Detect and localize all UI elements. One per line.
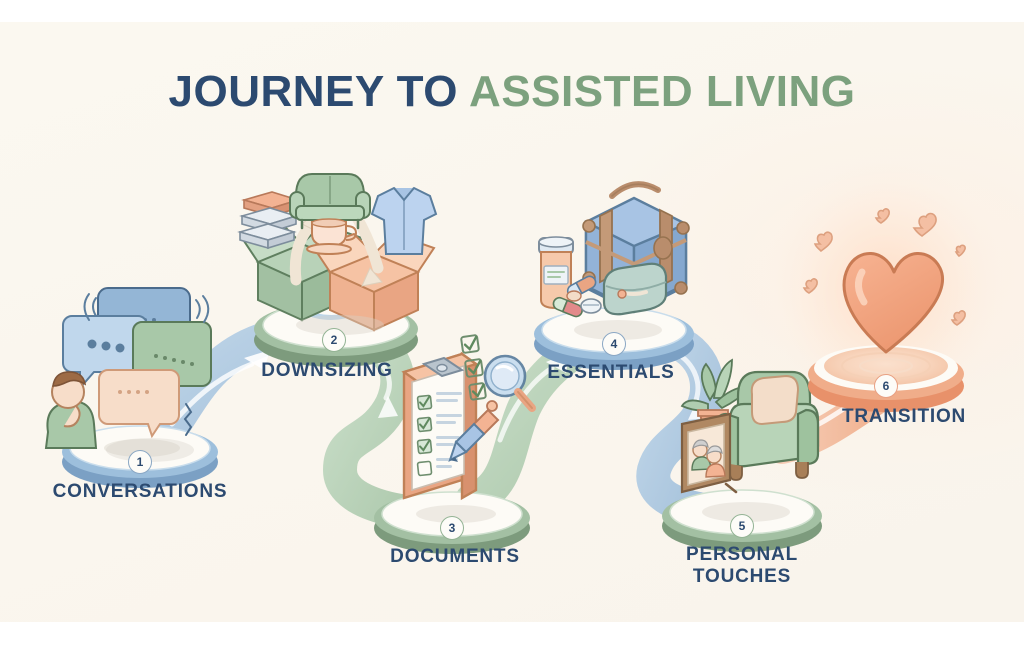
pill-bottle-icon bbox=[538, 236, 574, 310]
magnifying-glass-icon bbox=[483, 354, 536, 412]
step-label-personal-touches: PERSONAL TOUCHES bbox=[686, 544, 798, 587]
step-3-illustration bbox=[374, 334, 536, 554]
shirt-icon bbox=[370, 186, 438, 255]
step-label-essentials: ESSENTIALS bbox=[547, 362, 675, 383]
suitcase-medication-icon bbox=[538, 181, 690, 318]
step-badge-4[interactable]: 4 bbox=[602, 332, 626, 356]
floating-hearts-icon bbox=[802, 208, 966, 326]
heart-icon bbox=[842, 252, 945, 354]
title-secondary: ASSISTED LIVING bbox=[469, 67, 856, 116]
step-6-illustration bbox=[766, 160, 1006, 420]
step-badge-2[interactable]: 2 bbox=[322, 328, 346, 352]
step-badge-1[interactable]: 1 bbox=[128, 450, 152, 474]
step-badge-5[interactable]: 5 bbox=[730, 514, 754, 538]
armchair-photo-plant-icon bbox=[680, 358, 820, 494]
toiletry-bag-icon bbox=[602, 262, 668, 316]
pills-icon bbox=[552, 275, 602, 318]
sofa-icon bbox=[289, 173, 371, 230]
step-4-illustration bbox=[534, 181, 694, 370]
armchair-icon bbox=[714, 370, 820, 481]
person-icon bbox=[44, 371, 98, 449]
step-badge-3[interactable]: 3 bbox=[440, 516, 464, 540]
step-5-illustration bbox=[662, 358, 822, 552]
step-2-illustration bbox=[237, 173, 438, 367]
title-primary: JOURNEY TO bbox=[168, 67, 458, 116]
step-badge-6[interactable]: 6 bbox=[874, 374, 898, 398]
step-label-downsizing: DOWNSIZING bbox=[261, 360, 393, 381]
step-label-transition: TRANSITION bbox=[841, 406, 967, 427]
moving-boxes-icon bbox=[237, 173, 438, 332]
page-title: JOURNEY TO ASSISTED LIVING bbox=[0, 70, 1024, 114]
step-label-documents: DOCUMENTS bbox=[390, 546, 520, 567]
step-label-conversations: CONVERSATIONS bbox=[52, 481, 228, 502]
speech-bubbles-person-icon bbox=[62, 287, 212, 439]
clipboard-checklist-icon bbox=[401, 334, 536, 501]
teacup-icon bbox=[306, 218, 358, 255]
checkmarks-icon bbox=[460, 334, 487, 401]
books-icon bbox=[237, 191, 301, 250]
pen-icon bbox=[448, 400, 500, 462]
framed-photo-icon bbox=[680, 412, 738, 494]
